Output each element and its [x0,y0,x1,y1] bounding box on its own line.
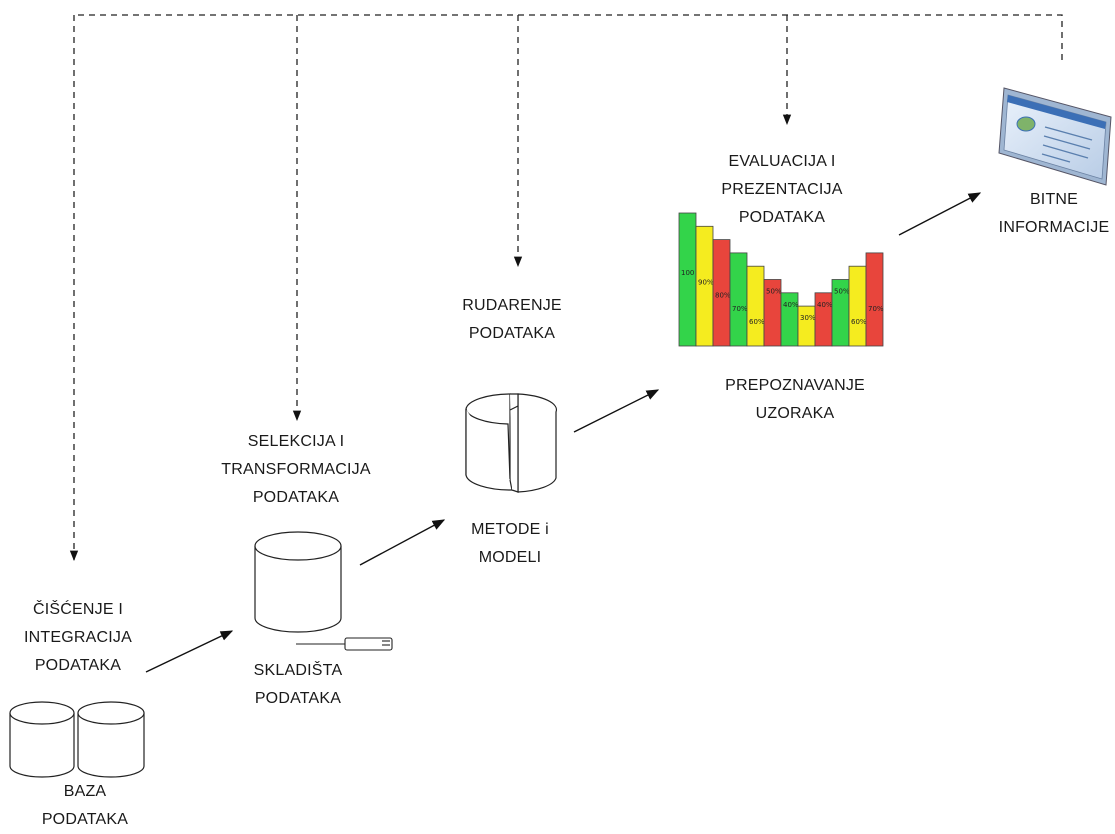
bar-label: 50% [766,288,782,296]
bar [848,265,867,347]
bar-label: 40% [817,301,833,309]
bar [865,252,884,347]
pattern-bar-chart: 100 %90%80%70%60%50%40%30%40%50%60%70% [678,212,884,347]
pointer-stick-icon [296,637,393,651]
bar-label: 30% [800,314,816,322]
arrow-patterns-to-information [898,192,982,236]
monitor-icon [998,87,1112,186]
database-icon [9,701,145,778]
data-warehouse-icon [254,531,342,633]
bar-label: 70% [868,305,884,313]
arrow-cleaning-to-warehouse [145,630,234,673]
bar-label: 60% [851,318,867,326]
bar-label: 60% [749,318,765,326]
feedback-loop [69,14,1063,562]
bar-label: 80% [715,292,731,300]
bar-label: 100 % [681,269,704,277]
bar [746,265,765,347]
bar [678,212,697,347]
bar [729,252,748,347]
bar-label: 90% [698,278,714,286]
bar-label: 70% [732,305,748,313]
process-arrows [145,192,982,673]
arrow-methods-to-patterns [573,389,660,433]
feedback-top-line [74,14,1063,60]
methods-models-icon [465,393,558,493]
bar-label: 50% [834,288,850,296]
bar [797,305,816,347]
arrow-warehouse-to-methods [359,519,446,566]
bar-label: 40% [783,301,799,309]
